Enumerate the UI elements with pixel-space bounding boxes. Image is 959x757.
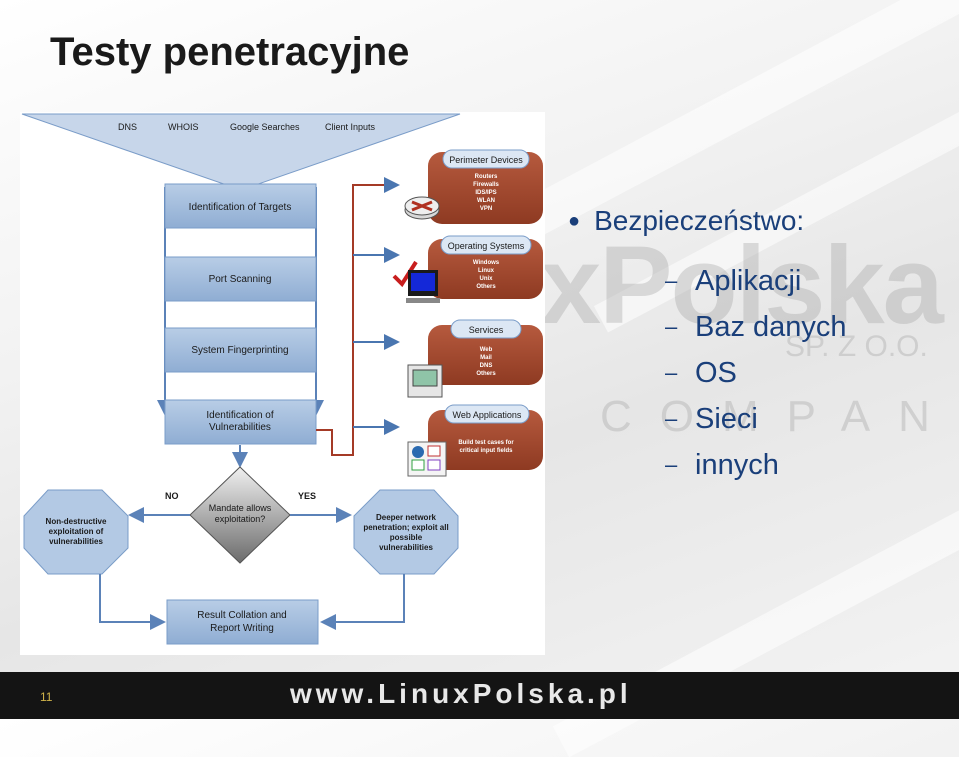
cat-webapp-i0: Build test cases for xyxy=(458,440,514,446)
step-vulns-2: Vulnerabilities xyxy=(209,422,271,433)
input-google: Google Searches xyxy=(230,122,300,132)
router-icon xyxy=(405,197,439,219)
sub-item: –Sieci xyxy=(665,396,847,442)
footer-logo[interactable]: www.LinuxPolska.pl xyxy=(290,678,632,710)
decision-line2: exploitation? xyxy=(215,514,266,524)
result-line1: Result Collation and xyxy=(197,610,287,621)
cat-perimeter-i1: Firewalls xyxy=(473,182,499,188)
dash-icon: – xyxy=(665,406,695,432)
cat-os-i2: Unix xyxy=(479,276,493,282)
web-app-icon xyxy=(408,442,446,476)
sub-item-text: Baz danych xyxy=(695,311,847,344)
decision-yes: YES xyxy=(298,491,316,501)
input-client: Client Inputs xyxy=(325,122,376,132)
page-number: 11 xyxy=(40,690,52,704)
slide-title: Testy penetracyjne xyxy=(50,30,409,75)
sub-item-text: OS xyxy=(695,357,737,390)
right-oct-1: Deeper network xyxy=(376,513,437,522)
step-vulns-1: Identification of xyxy=(206,410,273,421)
cat-services-i1: Mail xyxy=(480,355,492,361)
left-oct-2: exploitation of xyxy=(49,527,104,536)
bullet-dot-icon: ● xyxy=(568,210,580,233)
dash-icon: – xyxy=(665,268,695,294)
cat-os-i0: Windows xyxy=(473,260,500,266)
cat-services-i2: DNS xyxy=(480,363,493,369)
sub-item-text: Aplikacji xyxy=(695,265,801,298)
cat-perimeter-title: Perimeter Devices xyxy=(449,155,523,165)
bullet-list: ● Bezpieczeństwo: xyxy=(568,205,804,237)
octagon-deeper xyxy=(354,490,458,574)
cat-services-i3: Others xyxy=(476,371,496,377)
cat-services-i0: Web xyxy=(480,347,493,353)
cat-os-title: Operating Systems xyxy=(448,241,525,251)
sub-bullets: –Aplikacji –Baz danych –OS –Sieci –innyc… xyxy=(665,258,847,488)
right-oct-4: vulnerabilities xyxy=(379,543,433,552)
sub-item: –Aplikacji xyxy=(665,258,847,304)
cat-perimeter-i2: IDS/IPS xyxy=(475,190,496,196)
left-oct-3: vulnerabilities xyxy=(49,537,103,546)
dash-icon: – xyxy=(665,452,695,478)
sub-item: –OS xyxy=(665,350,847,396)
right-oct-3: possible xyxy=(390,533,423,542)
decision-line1: Mandate allows xyxy=(209,503,272,513)
right-oct-2: penetration; exploit all xyxy=(363,523,448,532)
cat-perimeter-i0: Routers xyxy=(475,174,498,180)
dash-icon: – xyxy=(665,360,695,386)
dash-icon: – xyxy=(665,314,695,340)
cat-services-title: Services xyxy=(469,325,504,335)
computer-icon xyxy=(406,270,440,303)
bullet-main-text: Bezpieczeństwo: xyxy=(594,205,804,237)
cat-webapp-title: Web Applications xyxy=(453,410,522,420)
sub-item-text: innych xyxy=(695,449,779,482)
cat-perimeter-i4: VPN xyxy=(480,206,492,212)
bullet-main: ● Bezpieczeństwo: xyxy=(568,205,804,237)
input-dns: DNS xyxy=(118,122,137,132)
step-targets: Identification of Targets xyxy=(189,202,292,213)
step-ports: Port Scanning xyxy=(209,274,272,285)
step-fingerprint: System Fingerprinting xyxy=(191,345,288,356)
sub-item: –Baz danych xyxy=(665,304,847,350)
cat-webapp-i1: critical input fields xyxy=(459,448,513,454)
server-icon xyxy=(408,365,442,397)
result-box xyxy=(167,600,318,644)
sub-item: –innych xyxy=(665,442,847,488)
cat-perimeter-i3: WLAN xyxy=(477,198,495,204)
pentest-diagram: DNS WHOIS Google Searches Client Inputs … xyxy=(20,112,545,655)
decision-no: NO xyxy=(165,491,179,501)
cat-os-i1: Linux xyxy=(478,268,495,274)
left-oct-1: Non-destructive xyxy=(46,517,107,526)
result-line2: Report Writing xyxy=(210,623,274,634)
input-whois: WHOIS xyxy=(168,122,199,132)
cat-os-i3: Others xyxy=(476,284,496,290)
sub-item-text: Sieci xyxy=(695,403,758,436)
